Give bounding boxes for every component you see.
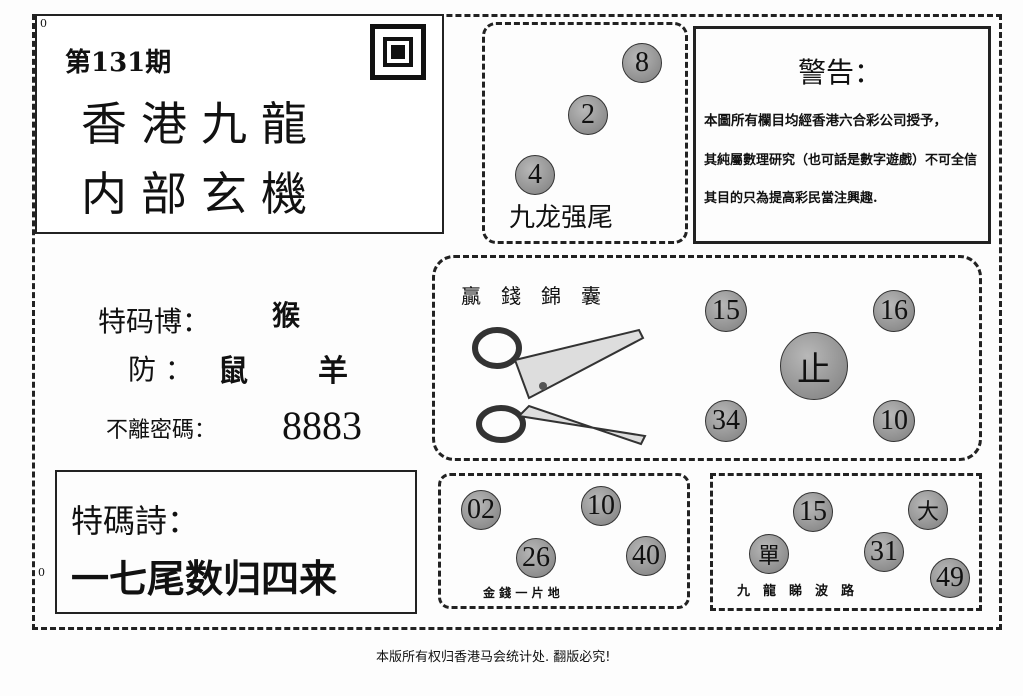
win-kit-title: 贏 錢 錦 囊 — [461, 284, 601, 308]
warning-line: 其目的只為提高彩民當注興趣. — [704, 191, 878, 206]
guard-label: 防 ： — [128, 353, 193, 386]
title-line-2: 内部玄機 — [81, 167, 321, 221]
number-ball: 10 — [581, 486, 621, 526]
warning-title: 警告： — [798, 56, 883, 89]
poem-box: 特碼詩： 一七尾数归四来 — [55, 470, 417, 614]
gold-land-label: 金 錢 一 片 地 — [483, 586, 560, 600]
outer-frame — [32, 14, 1002, 630]
warning-line: 本圖所有欄目均經香港六合彩公司授予， — [704, 113, 947, 129]
stop-ball: 止 — [780, 332, 848, 400]
code-value: 8883 — [282, 403, 362, 448]
number-ball: 02 — [461, 490, 501, 530]
warning-box: 警告： 本圖所有欄目均經香港六合彩公司授予， 其純屬數理研究（也可話是數字遊戲）… — [693, 26, 991, 244]
kowloon-route-box: 15 大 單 31 49 九 龍 睇 波 路 — [710, 473, 982, 611]
warning-line: 其純屬數理研究（也可話是數字遊戲）不可全信 — [704, 153, 978, 168]
title-box: 第131期 香港九龍 内部玄機 — [35, 14, 444, 234]
special-label: 特码博： — [98, 305, 211, 338]
number-ball: 8 — [622, 43, 662, 83]
number-ball: 15 — [793, 492, 833, 532]
number-ball: 單 — [749, 534, 789, 574]
number-ball: 10 — [873, 400, 915, 442]
poem-label: 特碼詩： — [71, 502, 200, 540]
footer-copyright: 本版所有权归香港马会统计处. 翻版必究! — [376, 650, 611, 665]
corner-mark: 0 — [40, 17, 47, 30]
code-label: 不離密碼： — [106, 418, 217, 443]
win-kit-box: 贏 錢 錦 囊 15 16 止 34 10 — [432, 255, 982, 461]
number-ball: 2 — [568, 95, 608, 135]
number-ball: 34 — [705, 400, 747, 442]
issue-number: 第131期 — [65, 48, 172, 78]
number-ball: 40 — [626, 536, 666, 576]
guard-value: 羊 — [318, 354, 348, 389]
title-line-1: 香港九龍 — [81, 97, 321, 151]
number-ball: 4 — [515, 155, 555, 195]
guard-value: 鼠 — [218, 354, 248, 389]
special-value: 猴 — [272, 299, 301, 332]
logo-icon — [370, 24, 426, 80]
scissors-icon — [472, 327, 647, 446]
number-ball: 15 — [705, 290, 747, 332]
strong-tail-label: 九龙强尾 — [509, 203, 614, 233]
number-ball: 26 — [516, 538, 556, 578]
strong-tail-box: 8 2 4 九龙强尾 — [482, 22, 688, 244]
number-ball: 31 — [864, 532, 904, 572]
gold-land-box: 02 10 26 40 金 錢 一 片 地 — [438, 473, 690, 609]
number-ball: 大 — [908, 490, 948, 530]
corner-mark: 0 — [38, 566, 45, 579]
poem-text: 一七尾数归四来 — [71, 556, 338, 601]
kowloon-route-label: 九 龍 睇 波 路 — [737, 584, 855, 599]
number-ball: 49 — [930, 558, 970, 598]
number-ball: 16 — [873, 290, 915, 332]
